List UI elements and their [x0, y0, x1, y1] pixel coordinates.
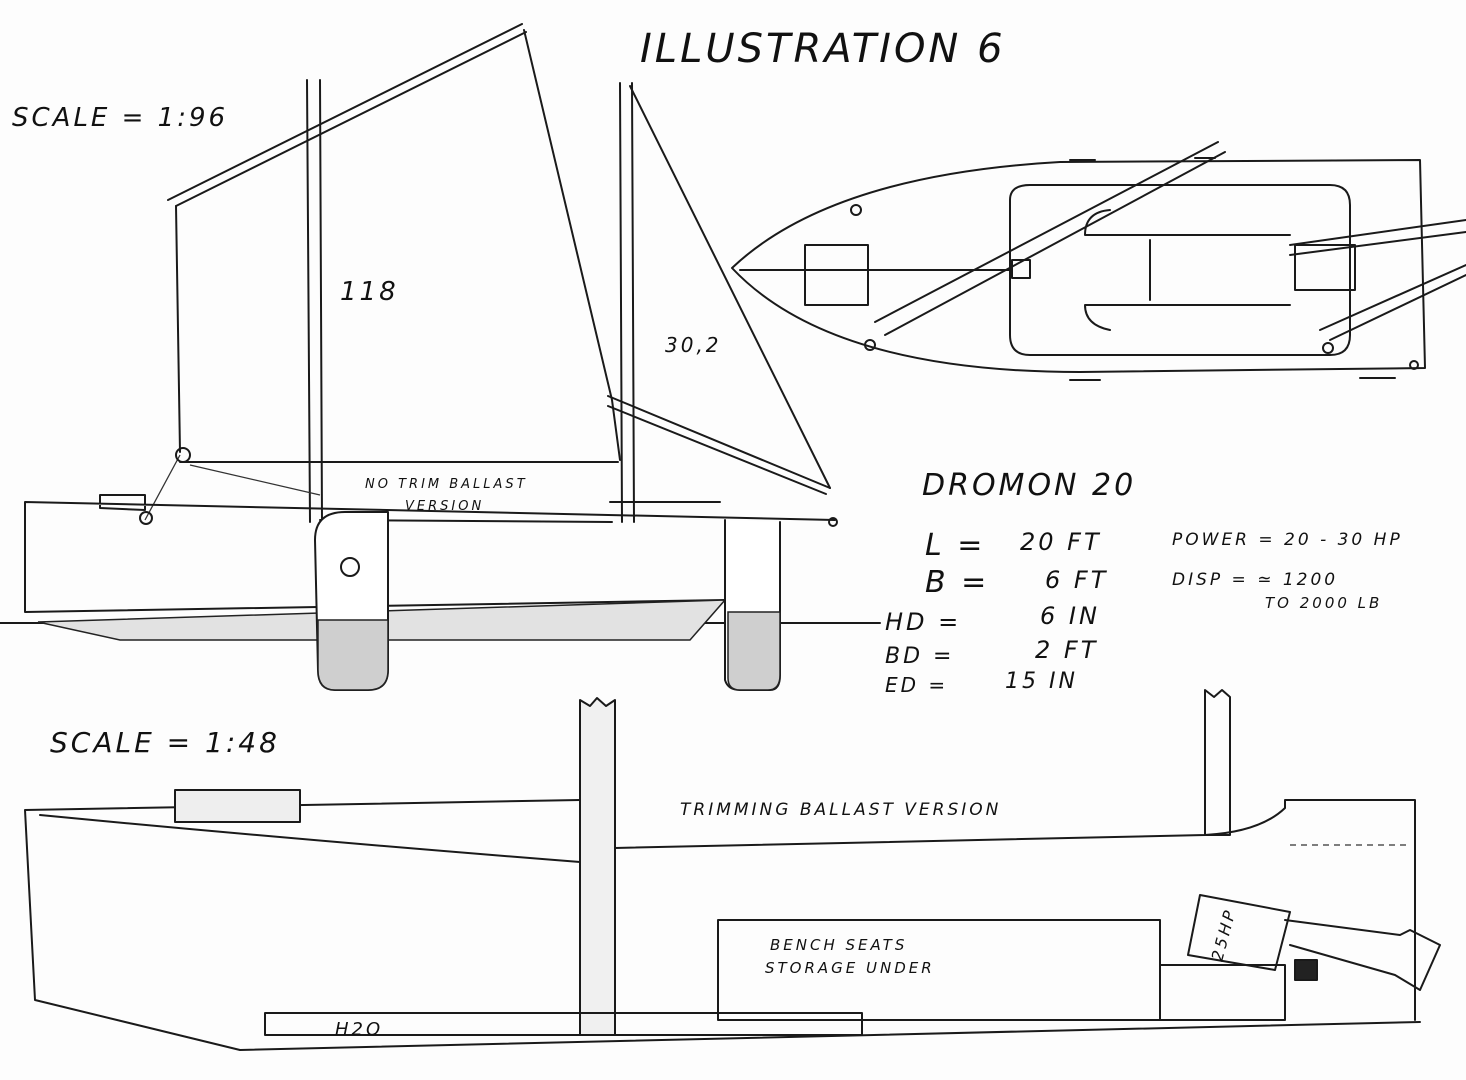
power-spec: POWER = 20 - 30 HP [1172, 530, 1403, 550]
no-trim-note-line2: VERSION [405, 499, 484, 514]
spec-label: HD = [885, 608, 961, 636]
main-mast [306, 79, 323, 523]
sheet [144, 454, 321, 521]
motor-label: 25HP [1208, 906, 1240, 963]
side-view-rig [139, 23, 838, 527]
gaff [167, 23, 527, 207]
spec-label: B = [925, 565, 989, 600]
block [828, 517, 838, 527]
bench-note-line2: STORAGE UNDER [765, 959, 935, 977]
illustration-title: ILLUSTRATION 6 [640, 26, 1006, 72]
displacement-spec: DISP = ≃ 1200 [1172, 570, 1338, 590]
spec-label: BD = [885, 644, 954, 669]
spec-label: ED = [885, 673, 948, 697]
spec-value: 2 FT [1035, 636, 1098, 664]
section-view-hull [24, 689, 1441, 1051]
mainsail-luff [175, 205, 181, 453]
water-tank-label: H2O [335, 1019, 383, 1040]
spec-value: 6 IN [1040, 602, 1100, 630]
spec-table: L = 20 FT B = 6 FT HD = 6 IN BD = 2 FT E… [885, 528, 1108, 697]
no-trim-note-line1: NO TRIM BALLAST [365, 477, 528, 492]
spec-label: L = [925, 528, 985, 563]
block [139, 511, 153, 525]
bench-note-line1: BENCH SEATS [770, 936, 907, 954]
mainsail-leech [523, 29, 621, 461]
scale-label-section: SCALE = 1:48 [50, 726, 280, 759]
plan-view-hull [731, 141, 1466, 381]
spec-value: 15 IN [1005, 669, 1078, 694]
boat-name: DROMON 20 [922, 468, 1136, 503]
side-view-hull [0, 494, 881, 691]
spec-value: 20 FT [1020, 528, 1102, 556]
jib-area-label: 30,2 [665, 333, 722, 357]
mainsail-area-label: 118 [340, 277, 399, 307]
block [175, 447, 191, 463]
scale-label-side: SCALE = 1:96 [12, 103, 228, 133]
spec-value: 6 FT [1045, 566, 1108, 594]
section-title: TRIMMING BALLAST VERSION [680, 800, 1001, 820]
jib-boom [607, 395, 831, 495]
jib-leech [629, 85, 831, 489]
displacement-range: TO 2000 LB [1265, 594, 1382, 612]
fore-mast [619, 82, 635, 523]
